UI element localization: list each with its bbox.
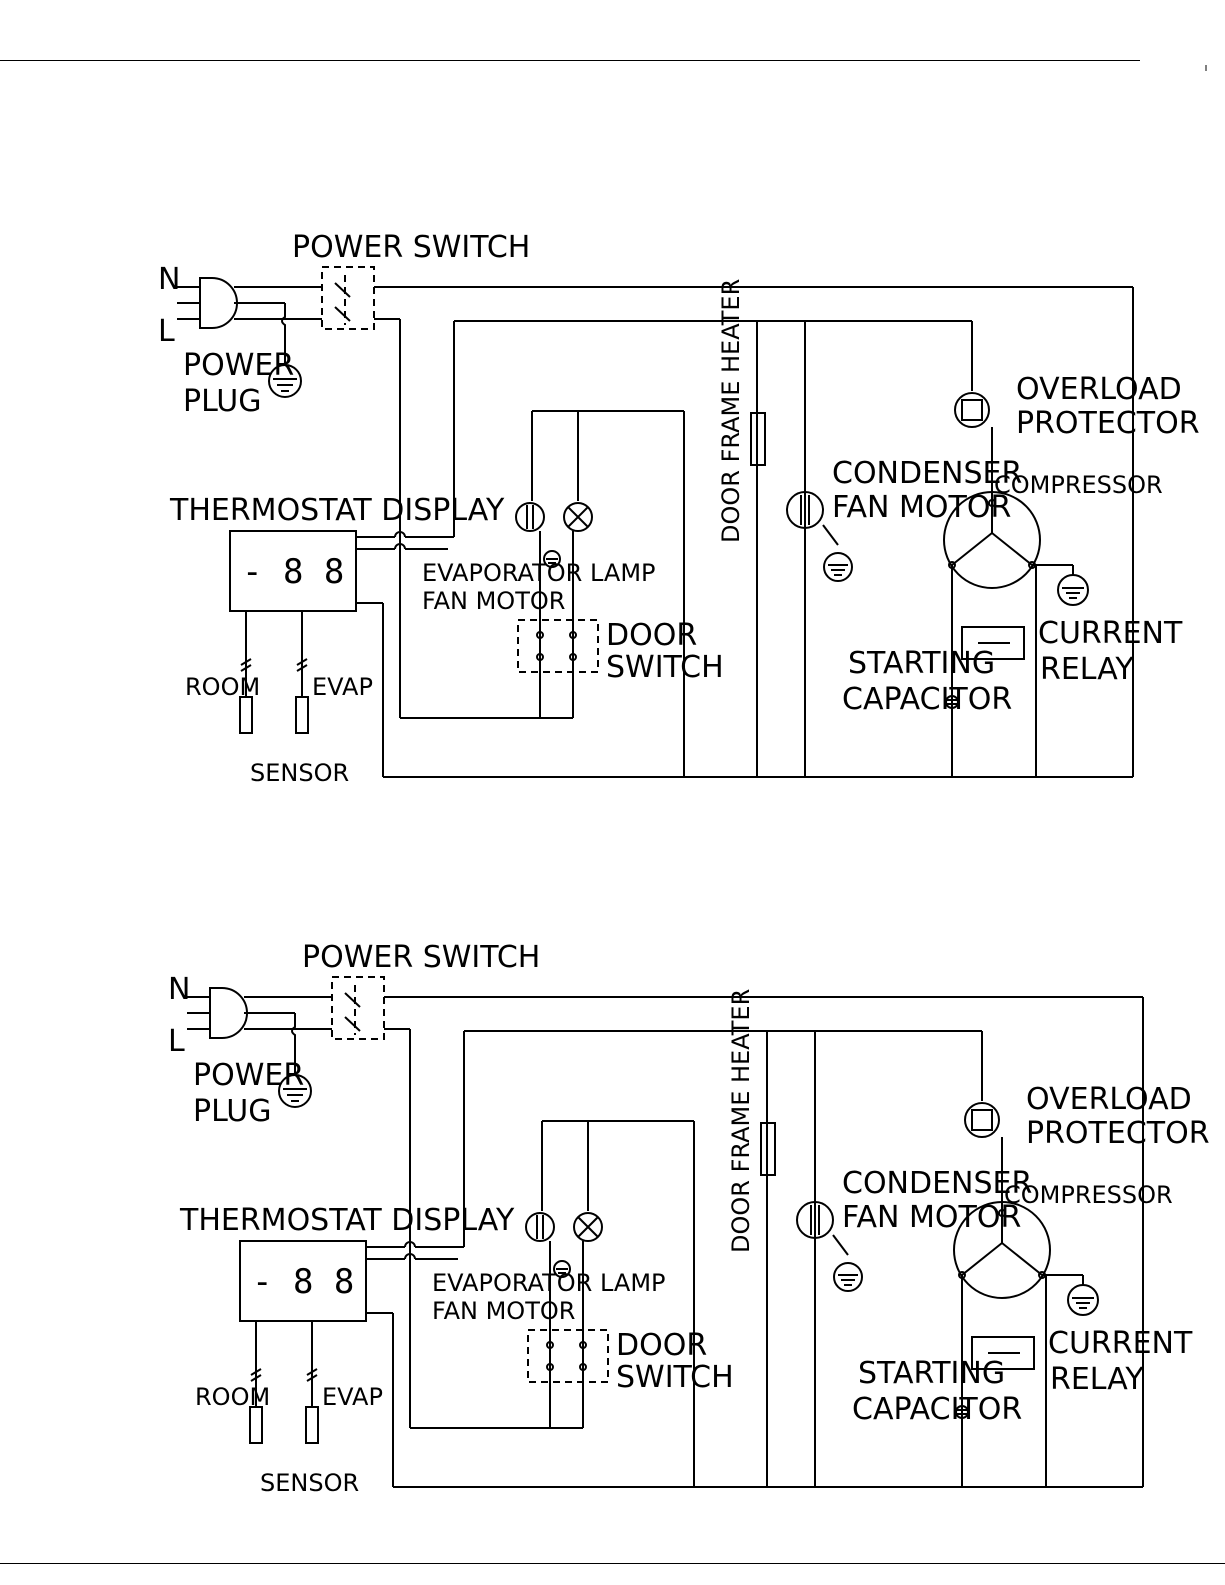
starting-capacitor-label-1: STARTING (848, 646, 995, 681)
starting-capacitor-label-2: CAPACITOR (842, 682, 1012, 717)
current-relay-icon (961, 626, 1025, 660)
display-readout: - 8 8 (242, 552, 344, 592)
display-readout: - 8 8 (252, 1262, 354, 1302)
compressor-label: COMPRESSOR (1004, 1181, 1173, 1209)
door-frame-heater-icon (750, 412, 766, 466)
evaporator-fan-motor-icon (515, 502, 545, 532)
starting-capacitor-label-1: STARTING (858, 1356, 1005, 1391)
power-switch-label: POWER SWITCH (302, 940, 540, 975)
overload-protector-label-2: PROTECTOR (1016, 406, 1200, 441)
neutral-label: N (168, 972, 190, 1007)
compressor-label: COMPRESSOR (994, 471, 1163, 499)
evaporator-fan-motor-label-2: FAN MOTOR (422, 587, 565, 615)
thermostat-display-label: THERMOSTAT DISPLAY (169, 493, 505, 528)
evaporator-fan-motor-label-1: EVAPORATOR (422, 559, 582, 587)
line-label: L (168, 1024, 185, 1059)
evaporator-fan-motor-icon (525, 1212, 555, 1242)
door-frame-heater-label: DOOR FRAME HEATER (727, 989, 755, 1253)
thermostat-display-label: THERMOSTAT DISPLAY (179, 1203, 515, 1238)
ground-icon (1067, 1284, 1099, 1316)
starting-capacitor-icon (955, 1405, 969, 1419)
power-plug-icon (187, 987, 248, 1039)
current-relay-icon (971, 1336, 1035, 1370)
room-sensor-icon (249, 1406, 263, 1444)
current-relay-label-1: CURRENT (1048, 1326, 1193, 1361)
evap-sensor-icon (295, 696, 309, 734)
line-label: L (158, 314, 175, 349)
overload-protector-label-2: PROTECTOR (1026, 1116, 1210, 1151)
starting-capacitor-label-2: CAPACITOR (852, 1392, 1022, 1427)
starting-capacitor-icon (945, 695, 959, 709)
corner-mark (1205, 58, 1208, 71)
thermostat-display (229, 530, 357, 612)
thermostat-display (239, 1240, 367, 1322)
power-switch-label: POWER SWITCH (292, 230, 530, 265)
overload-protector-label-1: OVERLOAD (1026, 1082, 1192, 1117)
power-plug-icon (177, 277, 238, 329)
current-relay-label-1: CURRENT (1038, 616, 1183, 651)
room-sensor-icon (239, 696, 253, 734)
door-frame-heater-label: DOOR FRAME HEATER (717, 279, 745, 543)
overload-protector-label-1: OVERLOAD (1016, 372, 1182, 407)
ground-icon (1057, 574, 1089, 606)
ground-icon (823, 552, 853, 582)
power-plug-label-1: POWER (183, 348, 294, 383)
overload-protector-icon (964, 1102, 1000, 1138)
lamp-icon (563, 502, 593, 532)
lamp-label: LAMP (590, 559, 656, 587)
condenser-fan-motor-icon (786, 491, 824, 529)
evap-label: EVAP (312, 673, 373, 701)
ground-icon (833, 1262, 863, 1292)
power-plug-label-2: PLUG (193, 1094, 272, 1129)
evaporator-fan-motor-label-1: EVAPORATOR (432, 1269, 592, 1297)
door-switch-label-2: SWITCH (616, 1360, 734, 1395)
door-switch-label-2: SWITCH (606, 650, 724, 685)
condenser-fan-motor-label-1: CONDENSER (842, 1166, 1032, 1201)
neutral-label: N (158, 262, 180, 297)
room-label: ROOM (185, 673, 260, 701)
power-plug-label-2: PLUG (183, 384, 262, 419)
overload-protector-icon (954, 392, 990, 428)
condenser-fan-motor-label-2: FAN MOTOR (832, 490, 1011, 525)
door-switch-icon (517, 619, 599, 673)
door-frame-heater-icon (760, 1122, 776, 1176)
top-rule (0, 60, 1140, 61)
ground-icon (543, 550, 561, 568)
condenser-fan-motor-icon (796, 1201, 834, 1239)
current-relay-label-2: RELAY (1050, 1362, 1144, 1397)
wiring-diagram-1: N L POWER PLUG POWER SWITCH THERMOSTAT D… (0, 215, 1225, 875)
current-relay-label-2: RELAY (1040, 652, 1134, 687)
bottom-rule (0, 1563, 1225, 1564)
power-switch-icon (331, 976, 385, 1040)
ground-icon (268, 364, 302, 398)
ground-icon (278, 1074, 312, 1108)
evap-label: EVAP (322, 1383, 383, 1411)
lamp-icon (573, 1212, 603, 1242)
door-switch-label-1: DOOR (606, 618, 697, 653)
evaporator-fan-motor-label-2: FAN MOTOR (432, 1297, 575, 1325)
ground-icon (553, 1260, 571, 1278)
door-switch-label-1: DOOR (616, 1328, 707, 1363)
compressor-icon (953, 1201, 1051, 1299)
condenser-fan-motor-label-2: FAN MOTOR (842, 1200, 1021, 1235)
room-label: ROOM (195, 1383, 270, 1411)
power-switch-icon (321, 266, 375, 330)
wiring-diagram-2: N L POWER PLUG POWER SWITCH THERMOSTAT D… (0, 925, 1225, 1585)
lamp-label: LAMP (600, 1269, 666, 1297)
sensor-label: SENSOR (260, 1469, 359, 1497)
compressor-icon (943, 491, 1041, 589)
power-plug-label-1: POWER (193, 1058, 304, 1093)
door-switch-icon (527, 1329, 609, 1383)
sensor-label: SENSOR (250, 759, 349, 787)
evap-sensor-icon (305, 1406, 319, 1444)
condenser-fan-motor-label-1: CONDENSER (832, 456, 1022, 491)
